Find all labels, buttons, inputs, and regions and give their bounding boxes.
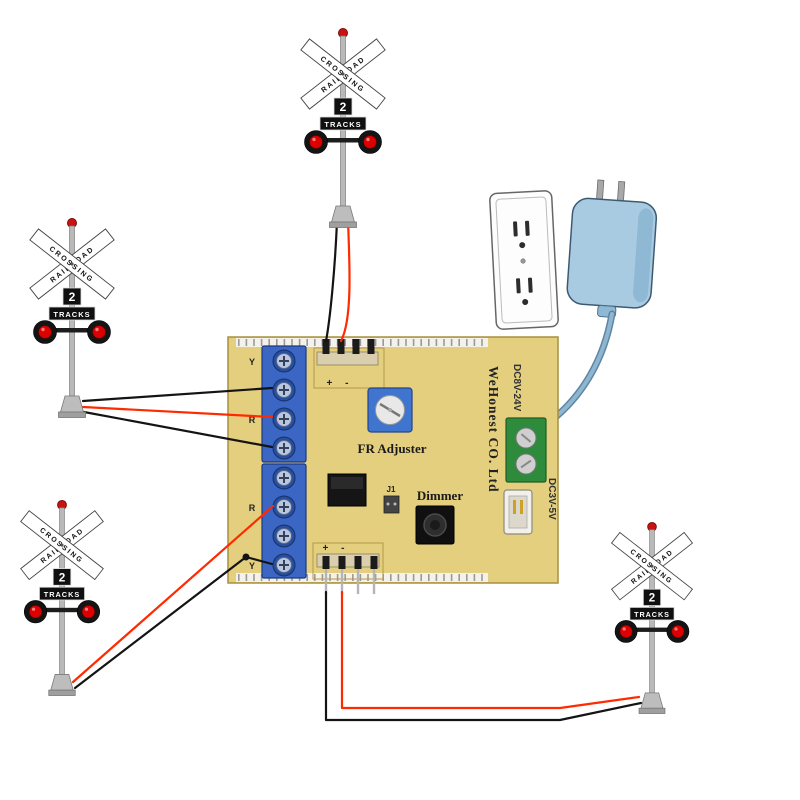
wire-bottomleft-red [71, 504, 275, 684]
crossing-signal-left [29, 218, 115, 418]
terminal-label-r1: R [249, 415, 256, 425]
bottom-header-polarity-marks: + - [323, 543, 350, 554]
fr-adjuster-label: FR Adjuster [358, 441, 427, 456]
adapter-side-shade [633, 208, 654, 303]
power-adapter [566, 179, 658, 318]
jst-connector [503, 489, 533, 535]
top-pin-header: + - [316, 339, 379, 389]
terminal-label-y1: Y [249, 357, 255, 367]
wire-top-red [339, 219, 351, 343]
controller-board: Y R R Y + - FR Adjuster J1 [227, 336, 559, 594]
wire-bottomright-red [340, 590, 641, 710]
terminal-label-r2: R [249, 503, 256, 513]
silkscreen-box-bottom [312, 542, 384, 580]
red-wires [71, 219, 641, 710]
bottom-pin-header: + - [316, 543, 380, 594]
top-header-polarity-marks: + - [327, 378, 354, 389]
fr-adjuster-pot [367, 387, 413, 433]
input-voltage-label: DC8V-24V [511, 364, 522, 412]
silkscreen-box-top [313, 347, 385, 389]
plug-prong [595, 179, 605, 202]
wire-left-red [81, 405, 274, 419]
j1-label: J1 [387, 485, 396, 494]
pcb-edge-perforation-top [236, 338, 488, 347]
outlet-screw [520, 258, 526, 264]
pcb-edge-perforation-bottom [236, 573, 488, 582]
plug-prong [616, 181, 626, 204]
black-wires [73, 219, 643, 722]
wire-bottomright-black [324, 590, 643, 722]
wire-left-black-2 [82, 410, 274, 449]
crossing-signal-bottom-right [611, 521, 693, 715]
wire-junction-dot [242, 553, 250, 561]
power-input-terminal [505, 417, 547, 483]
dimmer-button [415, 505, 455, 545]
terminal-block-2 [261, 463, 307, 579]
jumper-block [327, 473, 367, 507]
wall-outlet [489, 190, 559, 330]
outlet-socket-top [513, 220, 530, 249]
terminal-block-1 [261, 345, 307, 463]
brand-label: WeHonest CO. Ltd [486, 366, 501, 493]
wire-left-black-1 [81, 386, 274, 403]
wire-top-black [324, 219, 339, 343]
dimmer-label: Dimmer [417, 488, 463, 503]
output-voltage-label: DC3V-5V [546, 478, 557, 520]
output-terminal-blocks: Y R R Y [249, 345, 307, 579]
j1-component [383, 495, 400, 514]
terminal-screws [272, 349, 296, 577]
crossing-signal-top [300, 28, 386, 228]
outlet-socket-bottom [516, 277, 533, 305]
terminal-label-y2: Y [249, 561, 255, 571]
